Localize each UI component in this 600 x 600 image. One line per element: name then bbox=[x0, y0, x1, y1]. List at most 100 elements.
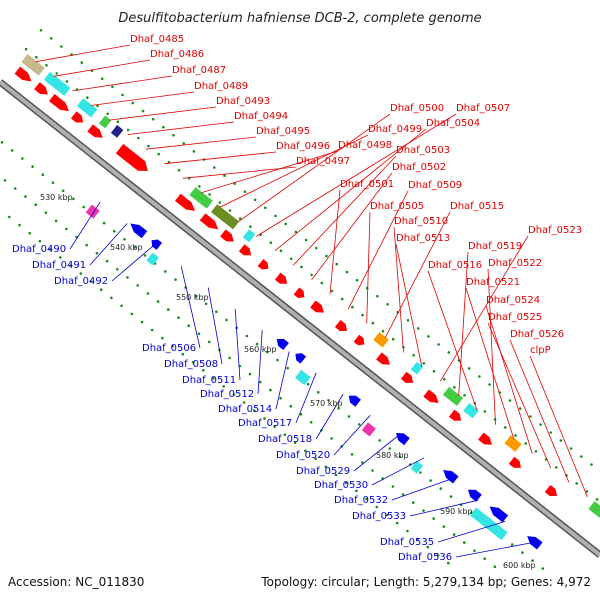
tick-dot bbox=[126, 128, 130, 132]
tick-dot bbox=[510, 543, 514, 546]
tick-dot bbox=[324, 465, 328, 469]
tick-dot bbox=[325, 254, 328, 258]
tick-dot bbox=[569, 447, 573, 450]
reverse-category-3-shape bbox=[361, 422, 376, 437]
category-block-6 bbox=[211, 204, 240, 230]
leader-line-forward bbox=[487, 268, 496, 425]
forward-gene-1-shape bbox=[34, 82, 48, 95]
tick-dot bbox=[361, 313, 364, 317]
tick-dot bbox=[35, 55, 38, 59]
tick-dot bbox=[31, 165, 34, 168]
tick-dot bbox=[395, 521, 399, 525]
reverse-gene-4 bbox=[348, 395, 361, 407]
tick-dot bbox=[245, 334, 249, 338]
tick-dot bbox=[99, 288, 103, 292]
forward-gene-11 bbox=[274, 272, 288, 284]
tick-label: 540 kbp bbox=[110, 243, 143, 252]
tick-dot bbox=[585, 490, 589, 493]
gene-label-forward: Dhaf_0515 bbox=[450, 201, 504, 212]
gene-label-forward: Dhaf_0510 bbox=[394, 216, 448, 227]
tick-dot bbox=[406, 319, 410, 322]
backbone-line bbox=[0, 80, 600, 557]
tick-dot bbox=[28, 231, 32, 235]
category-block-5-shape bbox=[189, 187, 213, 209]
forward-gene-15 bbox=[353, 334, 365, 346]
tick-dot bbox=[289, 257, 293, 261]
forward-gene-10-shape bbox=[257, 259, 269, 270]
leader-line-forward bbox=[427, 270, 478, 411]
tick-dot bbox=[126, 276, 129, 279]
reverse-gene-7 bbox=[467, 489, 482, 502]
tick-dot bbox=[137, 136, 140, 140]
forward-gene-5-shape bbox=[115, 143, 148, 171]
category-block-2 bbox=[76, 98, 98, 118]
gene-label-reverse: Dhaf_0530 bbox=[314, 480, 368, 491]
tick-dot bbox=[391, 337, 395, 341]
topology-text: Topology: circular; Length: 5,279,134 bp… bbox=[260, 575, 591, 589]
tick-dot bbox=[191, 361, 195, 364]
tick-dot bbox=[181, 352, 185, 356]
tick-dot bbox=[55, 72, 58, 75]
leader-line-reverse bbox=[89, 223, 128, 266]
tick-dot bbox=[89, 280, 93, 283]
tick-dot bbox=[531, 559, 534, 562]
reverse-category-3 bbox=[361, 422, 376, 437]
tick-dot bbox=[105, 259, 109, 263]
tick-dot bbox=[274, 214, 277, 218]
reverse-gene-1 bbox=[151, 239, 163, 250]
tick-dot bbox=[202, 369, 205, 372]
tick-dot bbox=[426, 545, 430, 549]
tick-dot bbox=[279, 249, 283, 253]
forward-gene-4 bbox=[87, 124, 103, 138]
tick-dot bbox=[157, 152, 160, 156]
leader-line-reverse bbox=[207, 287, 223, 365]
reverse-category-2-shape bbox=[294, 369, 311, 386]
tick-dot bbox=[371, 469, 374, 472]
leader-line-forward bbox=[439, 235, 529, 382]
tick-dot bbox=[150, 328, 154, 332]
tick-dot bbox=[213, 166, 216, 169]
leader-line-reverse bbox=[437, 521, 506, 543]
tick-dot bbox=[473, 549, 476, 552]
tick-dot bbox=[131, 101, 135, 105]
tick-dot bbox=[304, 238, 308, 242]
tick-dot bbox=[355, 278, 359, 282]
category-block-6-shape bbox=[211, 204, 240, 230]
forward-gene-20-shape bbox=[478, 432, 492, 445]
gene-label-reverse: Dhaf_0512 bbox=[200, 389, 254, 400]
tick-dot bbox=[361, 461, 364, 464]
forward-gene-14 bbox=[334, 319, 348, 332]
gene-label-forward: Dhaf_0493 bbox=[216, 96, 270, 107]
leader-line-forward bbox=[395, 243, 423, 367]
tick-dot bbox=[345, 270, 349, 274]
reverse-gene-2 bbox=[276, 338, 289, 351]
reverse-gene-3 bbox=[295, 353, 307, 364]
tick-dot bbox=[299, 413, 303, 416]
tick-dot bbox=[371, 321, 375, 325]
map-title: Desulfitobacterium hafniense DCB-2, comp… bbox=[118, 11, 481, 26]
tick-dot bbox=[304, 449, 307, 453]
tick-dot bbox=[289, 404, 293, 408]
gene-label-forward: Dhaf_0513 bbox=[396, 233, 450, 244]
forward-gene-14-shape bbox=[334, 319, 348, 332]
tick-dot bbox=[357, 423, 361, 426]
tick-dot bbox=[447, 561, 450, 565]
tick-layer bbox=[0, 29, 599, 570]
tick-dot bbox=[232, 393, 236, 396]
tick-dot bbox=[314, 457, 317, 461]
tick-dot bbox=[222, 385, 225, 388]
leader-line-reverse bbox=[257, 330, 263, 395]
tick-dot bbox=[388, 447, 392, 450]
tick-dot bbox=[102, 221, 106, 225]
gene-label-forward: Dhaf_0505 bbox=[370, 201, 424, 212]
category-block-13 bbox=[588, 501, 600, 518]
category-block-12-shape bbox=[504, 435, 522, 452]
leader-line-forward bbox=[465, 287, 515, 440]
gene-label-reverse: Dhaf_0535 bbox=[380, 537, 434, 548]
forward-gene-22-shape bbox=[544, 484, 558, 497]
tick-dot bbox=[143, 254, 147, 257]
forward-gene-21-shape bbox=[508, 456, 522, 468]
tick-dot bbox=[432, 517, 436, 520]
gene-label-reverse: Dhaf_0533 bbox=[352, 511, 406, 522]
leader-line-forward bbox=[237, 113, 391, 223]
